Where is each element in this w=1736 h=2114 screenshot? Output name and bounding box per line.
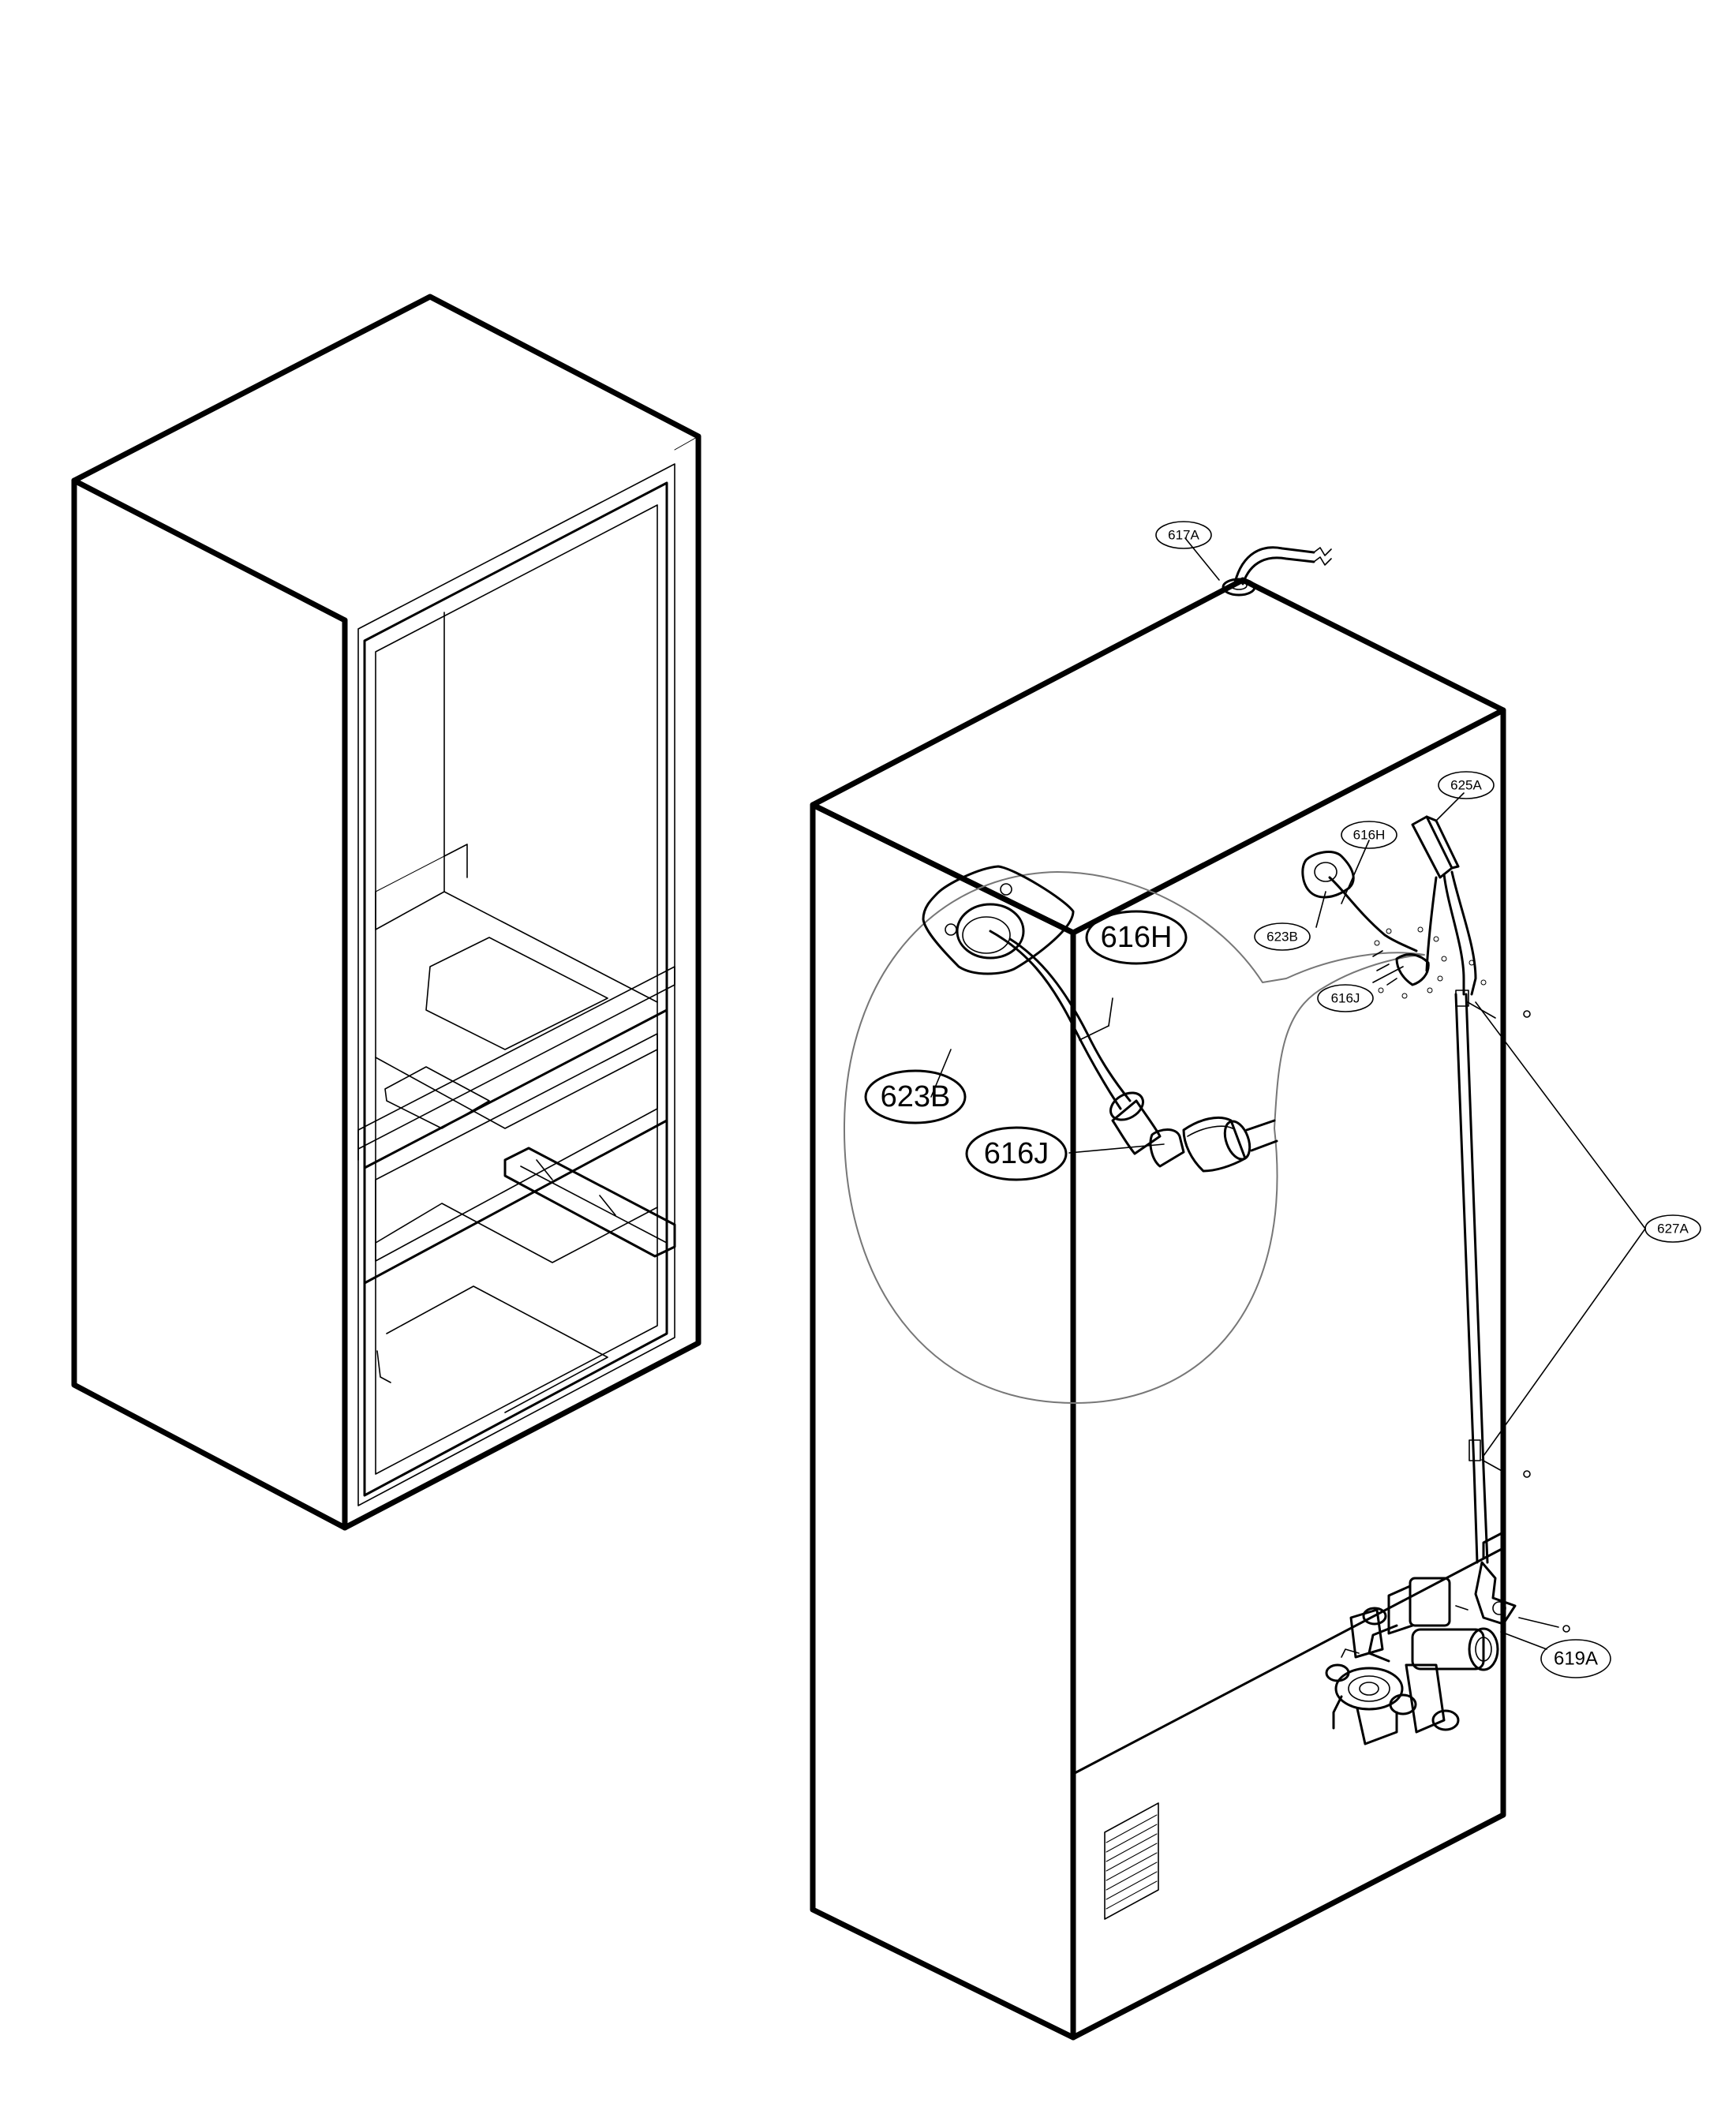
callout-627A: 627A (1644, 1214, 1701, 1243)
callout-623B-large-label: 623B (881, 1080, 951, 1113)
callout-617A: 617A (1155, 521, 1212, 549)
detail-mount-plate (922, 865, 1278, 1173)
vent-louvers (1104, 1802, 1159, 1920)
callout-617A-label: 617A (1168, 528, 1199, 543)
callout-619A: 619A (1540, 1639, 1611, 1678)
water-tube (1454, 990, 1531, 1564)
callout-625A-label: 625A (1450, 778, 1482, 793)
callout-625A: 625A (1438, 771, 1495, 799)
callout-616H-large-label: 616H (1101, 921, 1173, 954)
callout-623B-small-label: 623B (1266, 930, 1298, 945)
callout-616H-small-label: 616H (1353, 828, 1386, 843)
detail-bubble (843, 871, 1425, 1404)
callout-616H-large: 616H (1085, 910, 1188, 965)
small-mount-plate (1301, 851, 1418, 952)
callout-616H-small: 616H (1341, 821, 1397, 849)
rear-cabinet (810, 546, 1570, 2041)
callout-619A-label: 619A (1554, 1648, 1598, 1670)
callout-623B-small: 623B (1254, 922, 1311, 951)
water-valve (1325, 1561, 1570, 1745)
callout-623B-large: 623B (864, 1069, 967, 1124)
fill-tube-assembly (1372, 926, 1487, 999)
callout-627A-label: 627A (1657, 1222, 1689, 1237)
front-cabinet (71, 294, 702, 1531)
callout-616J-large: 616J (965, 1126, 1068, 1181)
callout-616J-small-label: 616J (1331, 991, 1360, 1006)
power-cord (1222, 546, 1332, 597)
leader-lines (930, 537, 1646, 1650)
callout-616J-large-label: 616J (984, 1137, 1049, 1170)
connector-harness (1411, 815, 1477, 996)
callout-616J-small: 616J (1317, 984, 1374, 1012)
